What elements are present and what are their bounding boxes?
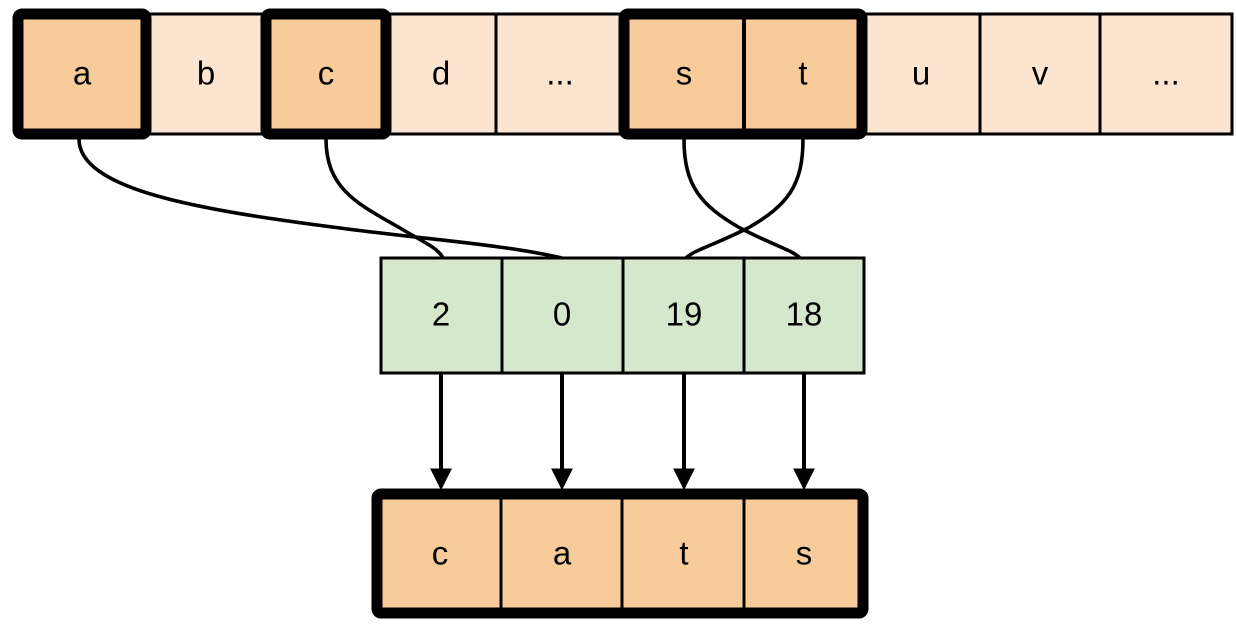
index-cell-0-value: 2 [432, 296, 450, 333]
alphabet-cell-1[interactable]: b [144, 12, 268, 136]
alphabet-cell-1-rect [144, 12, 268, 136]
output-cell-3-label: s [796, 535, 813, 572]
output-row-outline [371, 488, 869, 619]
alphabet-cell-6-label: t [798, 55, 807, 92]
index-cell-0[interactable]: 2 [379, 256, 504, 375]
alphabet-row-group: a b c d ... [12, 8, 1234, 140]
index-cell-1[interactable]: 0 [500, 256, 625, 375]
output-cell-2[interactable]: t [620, 492, 746, 615]
alphabet-cell-8-rect [978, 12, 1102, 136]
index-row-group: 2 0 19 18 [379, 256, 866, 375]
index-cell-2-rect [621, 256, 746, 375]
alphabet-cell-9-rect [1098, 12, 1234, 136]
output-cell-0-label: c [432, 535, 449, 572]
alphabet-cell-6[interactable]: t [742, 12, 864, 136]
output-cell-1-label: a [553, 535, 572, 572]
index-to-output-arrows [430, 374, 815, 491]
index-cell-3[interactable]: 18 [742, 256, 866, 375]
alphabet-cell-8-label: v [1032, 55, 1049, 92]
connector-a-to-0 [77, 138, 563, 260]
highlight-outline-a [12, 8, 152, 140]
alphabet-cell-7-label: u [912, 55, 930, 92]
alphabet-cell-0[interactable]: a [16, 12, 148, 136]
alphabet-cell-4[interactable]: ... [494, 12, 626, 136]
alphabet-cell-9-ellipsis: ... [1152, 55, 1180, 92]
alphabet-cell-7[interactable]: u [860, 12, 982, 136]
alphabet-cell-8[interactable]: v [978, 12, 1102, 136]
connector-c-to-2 [324, 138, 445, 259]
alphabet-cell-2[interactable]: c [264, 12, 388, 136]
alphabet-cell-3-label: d [432, 55, 450, 92]
alphabet-cell-4-rect [494, 12, 626, 136]
alphabet-cell-5[interactable]: s [622, 12, 746, 136]
alphabet-cell-2-label: c [318, 55, 335, 92]
index-cell-2-value: 19 [666, 296, 703, 333]
index-cell-0-rect [379, 256, 504, 375]
index-cell-3-rect [742, 256, 866, 375]
alphabet-cell-5-label: s [676, 55, 693, 92]
alphabet-cell-4-ellipsis: ... [546, 55, 574, 92]
index-cell-1-rect [500, 256, 625, 375]
connector-t-to-19 [684, 138, 805, 260]
output-cell-1[interactable]: a [499, 492, 624, 615]
index-cell-1-value: 0 [553, 296, 571, 333]
connector-curves-group [77, 138, 805, 260]
output-cell-2-label: t [679, 535, 688, 572]
alphabet-cell-9[interactable]: ... [1098, 12, 1234, 136]
output-row-group: c a t s [371, 488, 869, 619]
highlight-outline-c [260, 8, 392, 140]
alphabet-cell-1-label: b [197, 55, 215, 92]
index-cell-3-value: 18 [786, 296, 823, 333]
alphabet-cell-0-label: a [73, 55, 92, 92]
connector-s-to-18 [682, 138, 802, 260]
output-cell-0[interactable]: c [375, 492, 503, 615]
index-cell-2[interactable]: 19 [621, 256, 746, 375]
alphabet-cell-3[interactable]: d [384, 12, 498, 136]
output-cell-3[interactable]: s [742, 492, 865, 615]
